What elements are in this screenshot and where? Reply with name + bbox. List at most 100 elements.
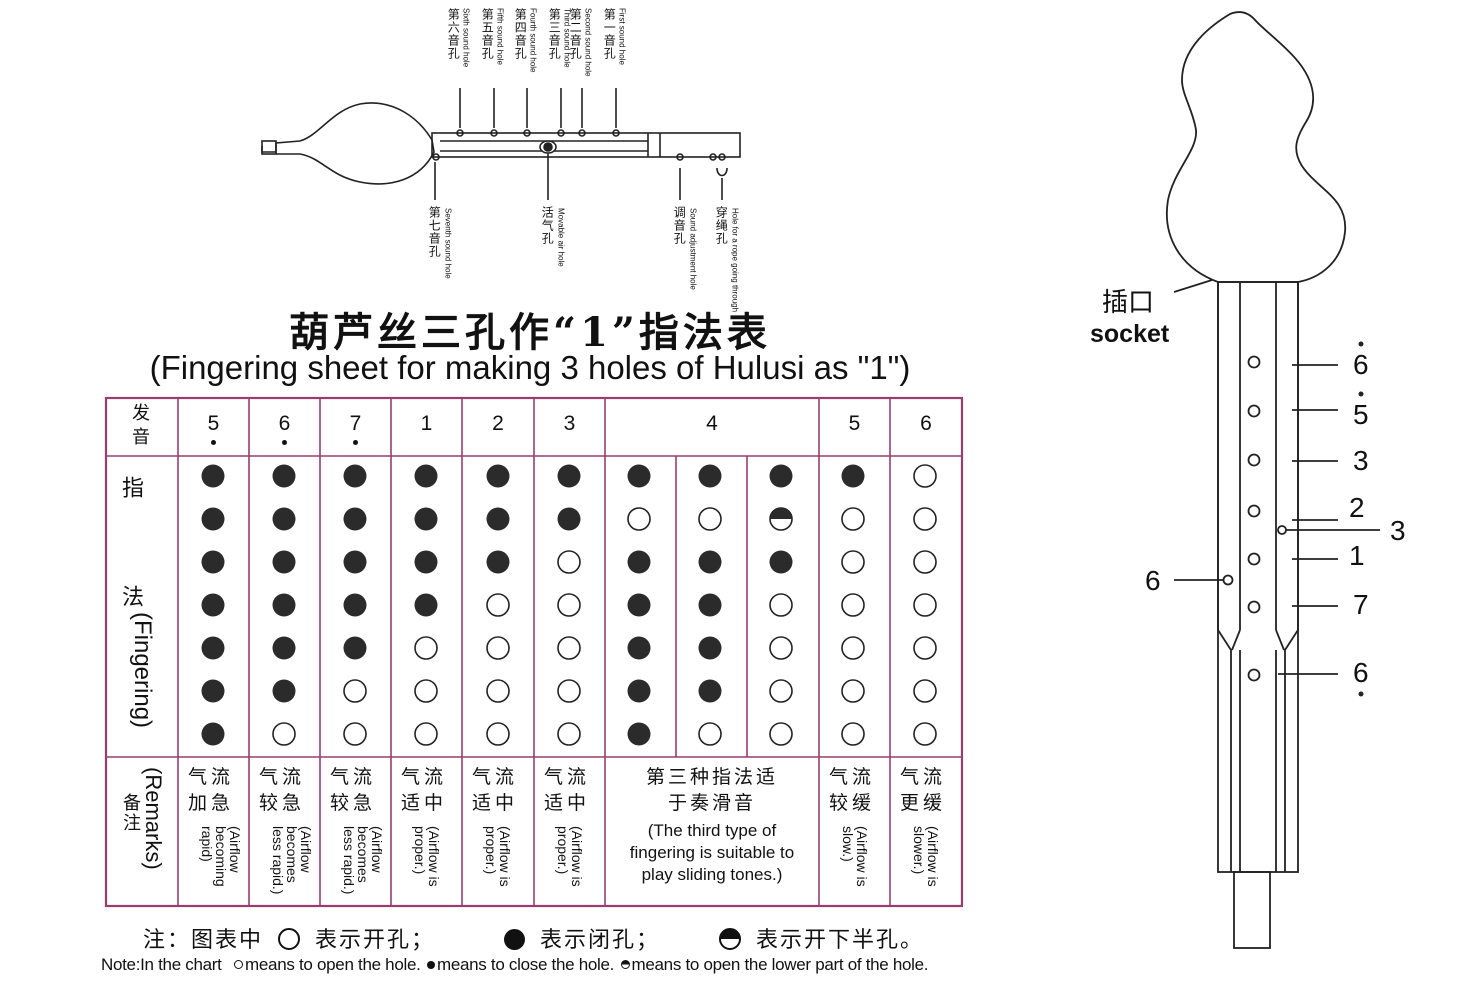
open-hole — [913, 679, 937, 703]
closed-hole — [272, 679, 296, 703]
open-hole — [557, 593, 581, 617]
legend-note-en: Note:In the chart means to open the hole… — [101, 955, 929, 975]
open-hole — [769, 679, 793, 703]
open-hole — [841, 679, 865, 703]
open-hole — [913, 550, 937, 574]
bottom-label-en: Seventh sound hole — [443, 208, 453, 279]
pitch-note: 6 — [278, 412, 291, 435]
open-hole — [557, 550, 581, 574]
closed-hole-small-icon — [426, 961, 435, 969]
row-header-fingering-cn: 指 法 — [118, 476, 143, 647]
closed-hole — [201, 593, 225, 617]
closed-hole — [698, 550, 722, 574]
open-hole — [272, 722, 296, 746]
legend-half-en: means to open the lower part of the hole… — [631, 955, 929, 974]
closed-hole — [272, 593, 296, 617]
top-hole-label-cn: 第三音孔 — [547, 8, 562, 60]
pitch-note: 2 — [492, 412, 504, 435]
top-hole-label-cn: 第五音孔 — [480, 8, 495, 60]
open-hole — [769, 593, 793, 617]
low-octave-dot — [353, 440, 358, 445]
remark-en: (Airflow is slow.) — [840, 826, 870, 887]
half-hole-icon — [719, 928, 742, 950]
open-hole — [913, 593, 937, 617]
top-hole-label-cn: 第四音孔 — [513, 8, 528, 60]
closed-hole — [698, 464, 722, 488]
legend-note-cn: 注：图表中 表示开孔； 表示闭孔； 表示开下半孔。 — [143, 922, 924, 954]
legend-prefix-en: Note:In the chart — [101, 955, 222, 974]
closed-hole — [698, 593, 722, 617]
thumb-label-left: 6 — [1145, 565, 1161, 596]
bottom-label-cn: 第七音孔 — [427, 206, 442, 258]
open-hole — [841, 507, 865, 531]
remark-en: (Airflow becomes less rapid.) — [270, 826, 314, 895]
closed-hole — [627, 550, 651, 574]
top-hole-label-en: Third sound hole — [562, 8, 572, 68]
closed-hole — [343, 593, 367, 617]
top-hole-label-en: Fifth sound hole — [495, 8, 505, 65]
fingering-holes — [201, 464, 937, 746]
closed-hole — [343, 550, 367, 574]
closed-hole — [698, 679, 722, 703]
open-hole — [343, 722, 367, 746]
vertical-hole-label: 2 — [1349, 492, 1365, 523]
closed-hole — [414, 550, 438, 574]
vertical-hole-label: 7 — [1353, 589, 1369, 620]
closed-hole — [841, 464, 865, 488]
open-hole — [343, 679, 367, 703]
socket-label-en: socket — [1090, 320, 1170, 348]
bottom-label-en: Hole for a rope going through — [730, 208, 740, 313]
open-hole — [769, 636, 793, 660]
remark-en: (Airflow is proper.) — [483, 826, 513, 887]
pitch-note: 3 — [563, 412, 576, 435]
closed-hole — [486, 550, 510, 574]
vertical-hole-label: 1 — [1349, 540, 1365, 571]
closed-hole — [698, 636, 722, 660]
octave-dot — [1358, 341, 1364, 347]
top-hole-label-en: First sound hole — [617, 8, 627, 65]
bottom-label-cn: 调音孔 — [672, 206, 687, 245]
remark-cn: 气流适中 — [472, 766, 519, 814]
closed-hole — [486, 464, 510, 488]
closed-hole — [627, 636, 651, 660]
open-hole — [841, 550, 865, 574]
open-hole — [557, 722, 581, 746]
top-hole-label-en: Sixth sound hole — [461, 8, 471, 68]
legend-open-cn: 表示开孔； — [315, 928, 436, 953]
closed-hole — [557, 464, 581, 488]
remark-cn: 气流加急 — [188, 766, 235, 814]
legend-close-en: means to close the hole. — [436, 955, 615, 974]
remark-cn: 气流较急 — [259, 766, 306, 814]
remark-cn: 气流适中 — [401, 766, 448, 814]
open-hole — [698, 507, 722, 531]
open-hole — [841, 722, 865, 746]
remark-en: (Airflow is slower.) — [911, 826, 941, 887]
remark-cn: 气流更缓 — [900, 766, 947, 814]
vertical-hole-label: 3 — [1353, 445, 1369, 476]
open-hole-icon — [278, 928, 301, 950]
legend-prefix-cn: 注：图表中 — [143, 928, 264, 953]
row-header-fingering-en: (Fingering) — [129, 612, 156, 729]
open-hole — [414, 679, 438, 703]
closed-hole — [627, 464, 651, 488]
pitch-note: 6 — [920, 412, 932, 435]
closed-hole — [343, 464, 367, 488]
row-header-pitch: 发音 — [132, 403, 150, 448]
closed-hole — [201, 464, 225, 488]
half-hole-small-icon — [620, 960, 630, 969]
open-hole — [841, 593, 865, 617]
open-hole — [557, 679, 581, 703]
pitch-note: 1 — [420, 412, 433, 435]
thumb-label-right: 3 — [1390, 515, 1406, 546]
socket-label-cn: 插口 — [1102, 288, 1155, 318]
open-hole — [913, 636, 937, 660]
open-hole — [486, 722, 510, 746]
closed-hole — [414, 593, 438, 617]
closed-hole — [486, 507, 510, 531]
closed-hole — [201, 550, 225, 574]
remark-en: (Airflow becomes less rapid.) — [341, 826, 385, 895]
closed-hole — [414, 507, 438, 531]
closed-hole — [201, 722, 225, 746]
vertical-hole-label: 5 — [1353, 399, 1369, 430]
